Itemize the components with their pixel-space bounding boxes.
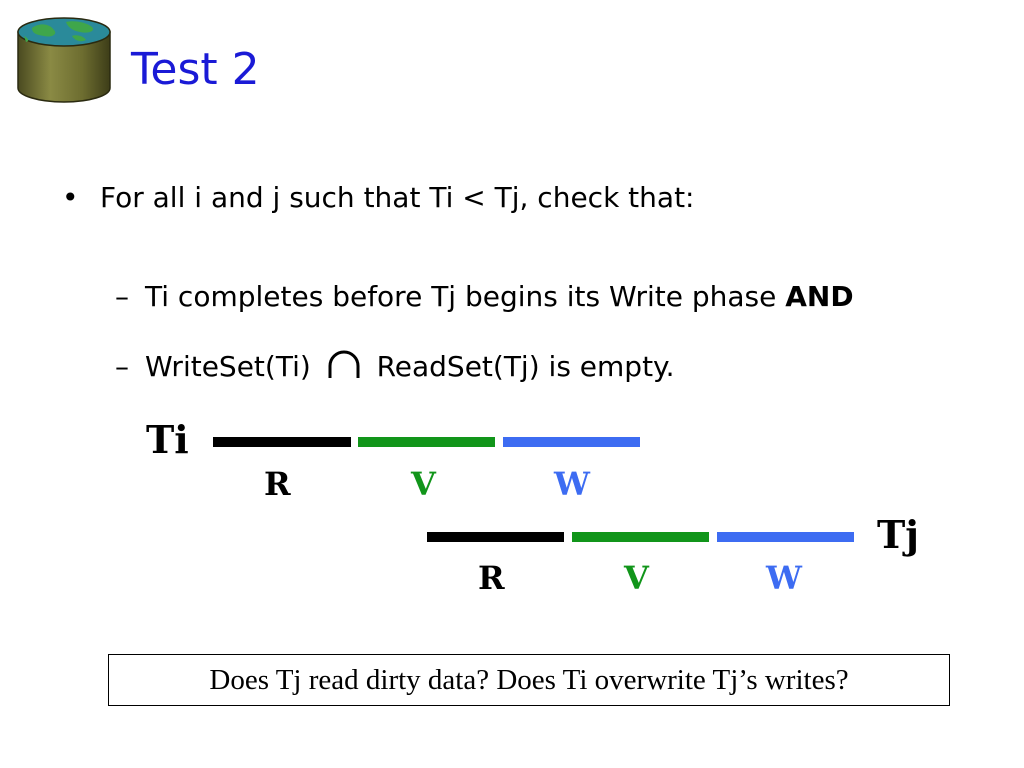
sub-bullet-1: –Ti completes before Tj begins its Write… — [115, 280, 854, 313]
main-bullet: • For all i and j such that Ti < Tj, chec… — [62, 181, 694, 214]
ti-phase-w: W — [554, 465, 590, 503]
database-globe-icon — [17, 17, 111, 103]
sub-bullet-2-before: WriteSet(Ti) — [145, 350, 320, 383]
dash-mark: – — [115, 350, 129, 383]
tj-write-bar — [717, 532, 854, 542]
ti-phase-v: V — [411, 465, 436, 503]
intersection-icon — [328, 350, 360, 378]
tj-validate-bar — [572, 532, 709, 542]
sub-bullet-1-text: Ti completes before Tj begins its Write … — [145, 280, 786, 313]
sub-bullet-1-bold: AND — [785, 280, 854, 313]
bullet-mark: • — [62, 181, 79, 214]
tj-label: Tj — [877, 512, 920, 557]
ti-validate-bar — [358, 437, 495, 447]
sub-bullet-2-after: ReadSet(Tj) is empty. — [367, 350, 675, 383]
tj-phase-r: R — [478, 559, 505, 597]
sub-bullet-2: –WriteSet(Ti) ReadSet(Tj) is empty. — [115, 350, 675, 383]
ti-label: Ti — [146, 417, 189, 462]
ti-read-bar — [213, 437, 351, 447]
dash-mark: – — [115, 280, 129, 313]
tj-phase-w: W — [766, 559, 802, 597]
question-box: Does Tj read dirty data? Does Ti overwri… — [108, 654, 950, 706]
bullet-text: For all i and j such that Ti < Tj, check… — [100, 181, 695, 214]
tj-phase-v: V — [624, 559, 649, 597]
ti-write-bar — [503, 437, 640, 447]
ti-phase-r: R — [264, 465, 291, 503]
slide-title: Test 2 — [131, 44, 260, 95]
tj-read-bar — [427, 532, 564, 542]
